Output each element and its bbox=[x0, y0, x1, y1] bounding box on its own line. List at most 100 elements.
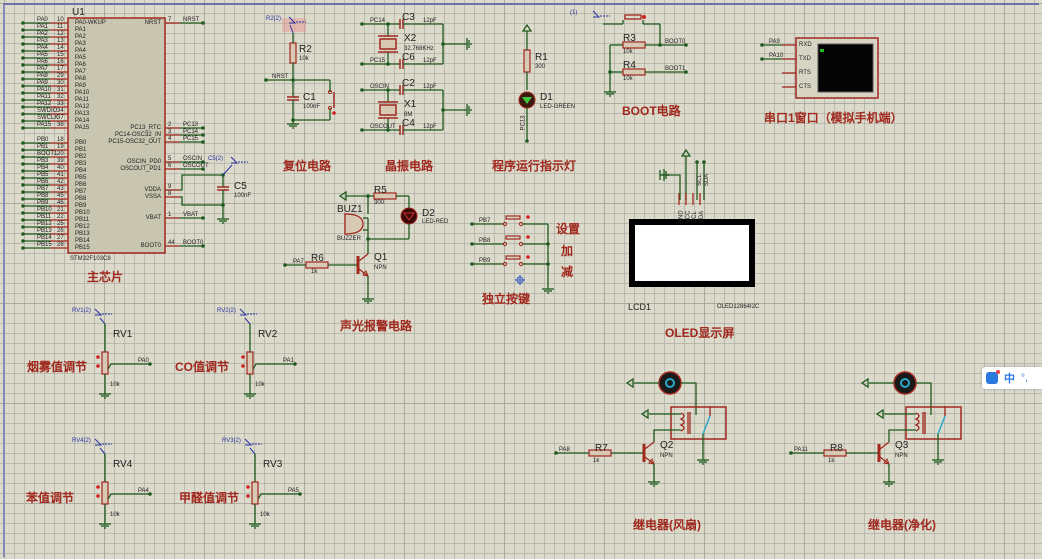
wire bbox=[180, 196, 223, 206]
wire bbox=[681, 382, 697, 415]
transistor-arrow-icon bbox=[883, 457, 890, 465]
voltage-probe-icon bbox=[230, 156, 239, 164]
pin-number: 22 bbox=[57, 214, 64, 220]
pin-dot bbox=[526, 235, 530, 239]
pin-number: 15 bbox=[57, 52, 64, 58]
junction-dot bbox=[201, 160, 205, 164]
relay-contact bbox=[937, 415, 946, 435]
net-label: PA0 bbox=[138, 358, 149, 364]
pushbutton-icon bbox=[505, 235, 521, 240]
junction-dot bbox=[148, 492, 152, 496]
net-label: OSCIN bbox=[370, 84, 390, 90]
probe-highlight bbox=[282, 18, 306, 32]
cap-ref: C4 bbox=[402, 118, 415, 129]
transistor-arrow-icon bbox=[362, 269, 369, 277]
junction-dot bbox=[525, 139, 529, 143]
pin-name: PC15-OSC32_OUT bbox=[108, 139, 161, 145]
net-label: PA10 bbox=[769, 53, 784, 59]
ime-logo-icon[interactable] bbox=[986, 370, 1000, 384]
pin-name: PA2 bbox=[75, 34, 86, 40]
net-label: PA9 bbox=[37, 80, 48, 86]
junction-dot bbox=[470, 242, 474, 246]
pin-dot bbox=[502, 221, 508, 227]
junction-dot bbox=[201, 140, 205, 144]
ime-punct-toggle[interactable]: °, bbox=[1021, 372, 1028, 384]
pin-name: PA13 bbox=[75, 111, 90, 117]
r5-value: 300 bbox=[374, 200, 385, 206]
net-label: PB14 bbox=[37, 235, 52, 241]
voltage-probe-icon bbox=[239, 308, 248, 316]
pin-number: 13 bbox=[57, 38, 64, 44]
pin-dot bbox=[241, 364, 245, 368]
r6-ref: R6 bbox=[311, 253, 324, 264]
junction-dot bbox=[554, 451, 558, 455]
transistor-value: NPN bbox=[660, 453, 673, 459]
d2-value: LED-RED bbox=[422, 219, 449, 225]
terminal-screen bbox=[817, 43, 874, 93]
potentiometer-icon bbox=[251, 481, 259, 505]
net-label: PC13 bbox=[183, 122, 199, 128]
probe-label: RV1(2) bbox=[72, 308, 91, 314]
relay-coil-icon bbox=[679, 412, 685, 432]
junction-dot bbox=[283, 263, 287, 267]
pin-name: PA10 bbox=[75, 90, 90, 96]
uart-pin-name: CTS bbox=[799, 84, 811, 90]
pin-number: 9 bbox=[168, 184, 172, 190]
probe-label: R2(2) bbox=[266, 16, 282, 22]
pin-dot bbox=[327, 105, 333, 111]
r2-value: 10k bbox=[299, 56, 309, 62]
oled-pin-name: VCC bbox=[685, 210, 692, 224]
net-label: PB12 bbox=[37, 221, 52, 227]
junction-dot bbox=[21, 232, 25, 236]
pot-value: 10k bbox=[110, 512, 120, 518]
transistor-icon bbox=[879, 456, 890, 465]
oled-pin-name: GND bbox=[678, 210, 685, 224]
net-label: PA4 bbox=[37, 45, 48, 51]
net-label: PC13 bbox=[520, 115, 527, 131]
pin-name: PA14 bbox=[75, 118, 90, 124]
net-label: PB7 bbox=[37, 186, 49, 192]
ime-toolbar[interactable]: 中 °, bbox=[982, 367, 1042, 389]
cap-value: 12pF bbox=[423, 124, 437, 130]
net-label: PA12 bbox=[37, 101, 52, 107]
potentiometer-icon bbox=[101, 351, 109, 375]
pushbutton-icon bbox=[505, 255, 521, 260]
transistor-arrow-icon bbox=[648, 457, 655, 465]
junction-dot bbox=[21, 28, 25, 32]
voltage-probe-icon bbox=[592, 10, 601, 18]
pin-name: VSSA bbox=[144, 194, 161, 200]
net-label: SCL bbox=[696, 174, 703, 186]
junction-dot bbox=[21, 98, 25, 102]
pin-number: 6 bbox=[168, 163, 172, 169]
junction-dot bbox=[21, 126, 25, 130]
net-label: SWCLK bbox=[37, 115, 59, 121]
cap-ref: C6 bbox=[402, 52, 415, 63]
net-label: PC15 bbox=[370, 58, 386, 64]
ime-language-toggle[interactable]: 中 bbox=[1004, 373, 1015, 385]
motor-icon bbox=[893, 371, 917, 395]
junction-dot bbox=[789, 451, 793, 455]
pin-name: VBAT bbox=[145, 215, 161, 221]
pin-name: PB8 bbox=[75, 196, 87, 202]
pin-dot bbox=[96, 355, 100, 359]
pin-name: BOOT0 bbox=[140, 243, 161, 249]
oled-pin-name: SCL bbox=[691, 211, 698, 223]
net-label: PB15 bbox=[37, 242, 52, 248]
junction-dot bbox=[21, 105, 25, 109]
net-label: BOOT1 bbox=[37, 151, 58, 157]
pin-dot bbox=[246, 485, 250, 489]
probe-label: (1) bbox=[570, 10, 578, 16]
net-label: PB3 bbox=[37, 158, 49, 164]
title-led: 程序运行指示灯 bbox=[492, 159, 577, 173]
net-label: PA6 bbox=[37, 59, 48, 65]
junction-dot bbox=[21, 70, 25, 74]
wiper-wire bbox=[107, 363, 150, 370]
pin-name: PB0 bbox=[75, 140, 87, 146]
potentiometer-icon bbox=[101, 481, 109, 505]
pin-name: PB12 bbox=[75, 224, 90, 230]
pin-number: 28 bbox=[57, 242, 64, 248]
r4-value: 10k bbox=[623, 76, 633, 82]
crystal-ref: X2 bbox=[404, 33, 417, 44]
net-label: PA7 bbox=[37, 66, 48, 72]
